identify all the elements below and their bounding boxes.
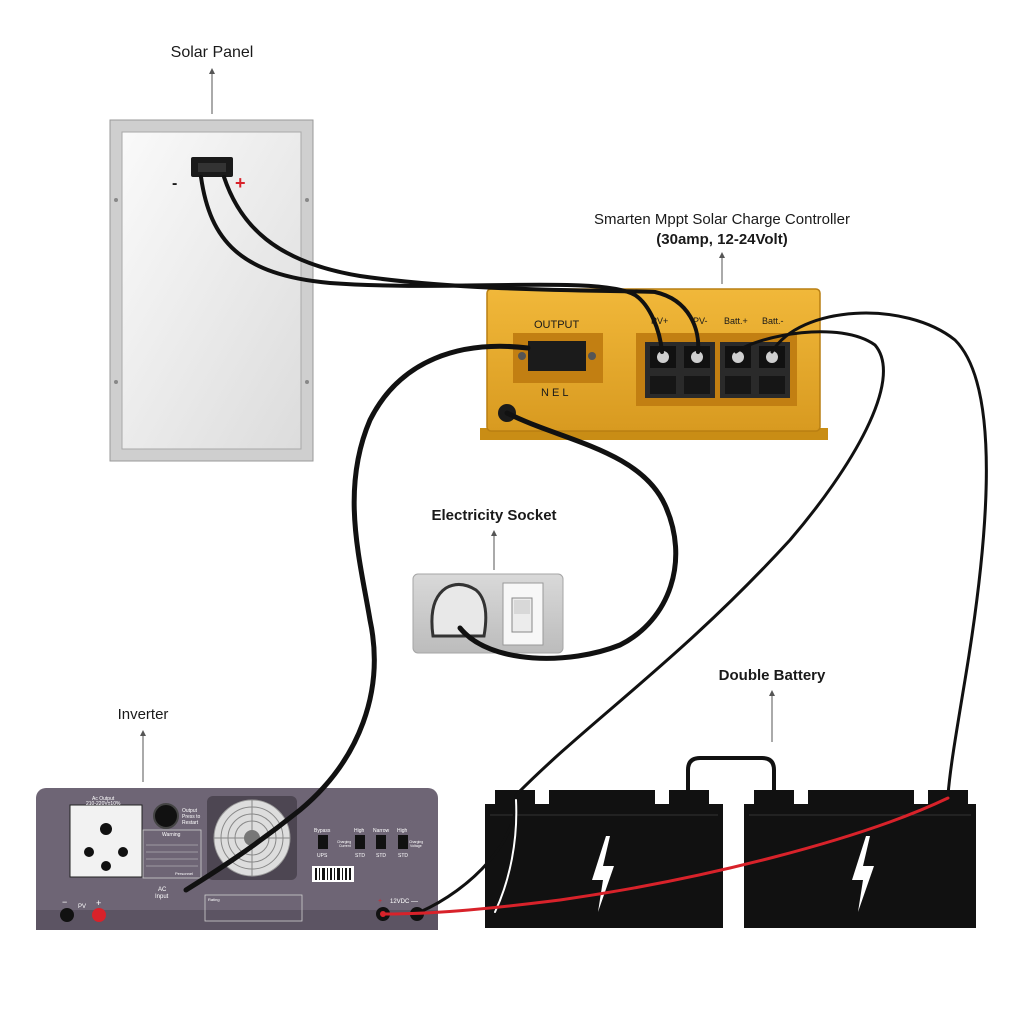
battery-right xyxy=(744,790,976,928)
pv-plus-label: PV+ xyxy=(651,316,668,326)
controller-label-line1: Smarten Mppt Solar Charge Controller xyxy=(594,211,850,228)
nel-label: N E L xyxy=(541,387,569,399)
rating-label: Rating xyxy=(208,897,220,902)
ac-output-label-1: Ac Output xyxy=(92,796,115,802)
warning-label: Warning xyxy=(162,832,181,838)
battery-terminal-block xyxy=(720,342,790,398)
barcode xyxy=(312,866,354,882)
restart-label-2: Press to xyxy=(182,814,201,820)
inverter-pv-plus-label: + xyxy=(96,898,101,908)
callouts: Solar Panel Smarten Mppt Solar Charge Co… xyxy=(118,44,850,782)
wire-batt-to-left-battery xyxy=(514,330,885,797)
bypass-label: Bypass xyxy=(314,828,331,834)
wire-battery-negative-to-inverter xyxy=(418,793,518,914)
batt-minus-label: Batt.- xyxy=(762,316,784,326)
panel-plus-label: + xyxy=(235,173,246,193)
ups-label: UPS xyxy=(317,853,328,859)
std-label-1: STD xyxy=(355,853,365,859)
wire-battery-positive-to-inverter xyxy=(384,796,950,916)
wire-battery-white-lead xyxy=(494,799,518,913)
double-battery-label: Double Battery xyxy=(719,667,826,684)
dc-voltage-label: 12VDC xyxy=(390,899,410,905)
charge-controller: OUTPUT N E L PV+ PV- Batt.+ Batt.- xyxy=(480,288,828,440)
restart-label-3: Restart xyxy=(182,820,199,826)
battery-left-bolt-icon xyxy=(592,836,614,912)
inverter-pv-minus-terminal[interactable] xyxy=(60,908,74,922)
controller-label-line2: (30amp, 12-24Volt) xyxy=(656,231,787,248)
wire-output-to-inverter xyxy=(183,343,531,893)
solar-panel-label: Solar Panel xyxy=(171,44,254,61)
pv-terminal-block xyxy=(645,342,715,398)
charging-voltage-label-2: Voltage xyxy=(410,844,422,848)
ac-input-label-1: AC xyxy=(158,887,167,893)
std-label-3: STD xyxy=(398,853,408,859)
restart-button[interactable] xyxy=(153,803,179,829)
std-label-2: STD xyxy=(376,853,386,859)
double-battery xyxy=(485,756,976,928)
solar-panel: - + xyxy=(109,119,314,462)
narrow-switch[interactable] xyxy=(376,835,386,849)
wire-batt-to-right-battery xyxy=(770,311,988,797)
electricity-socket-label: Electricity Socket xyxy=(431,507,556,524)
inverter-pv-label: PV xyxy=(78,904,86,910)
charging-voltage-label-1: Charging xyxy=(409,840,423,844)
inverter-pv-plus-terminal[interactable] xyxy=(92,908,106,922)
battery-left xyxy=(485,790,723,928)
inverter-pv-minus-label: − xyxy=(62,897,67,907)
electricity-socket xyxy=(412,573,564,654)
wire-controller-to-socket xyxy=(457,410,679,661)
dc-minus-label: — xyxy=(411,898,418,905)
high-label-2: High xyxy=(397,828,408,834)
bypass-switch[interactable] xyxy=(318,835,328,849)
output-plug-port xyxy=(518,341,596,371)
batt-plus-label: Batt.+ xyxy=(724,316,748,326)
panel-minus-label: - xyxy=(172,175,177,192)
restart-label-1: Output xyxy=(182,808,198,814)
output-label: OUTPUT xyxy=(534,319,580,331)
charging-current-switch[interactable] xyxy=(355,835,365,849)
wires xyxy=(183,175,988,916)
charging-current-label-1: Charging xyxy=(337,840,351,844)
junction-box xyxy=(191,157,233,177)
dc-plus-label: + xyxy=(378,898,382,905)
ac-input-label-2: Input xyxy=(155,894,169,900)
charging-voltage-switch[interactable] xyxy=(398,835,408,849)
battery-right-bolt-icon xyxy=(852,836,874,912)
pv-minus-label: PV- xyxy=(693,316,708,326)
inverter-label: Inverter xyxy=(118,706,169,723)
charging-current-label-2: Current xyxy=(339,844,351,848)
ac-output-label-2: 210-220V±10% xyxy=(86,801,121,807)
high-label-1: High xyxy=(354,828,365,834)
narrow-label: Narrow xyxy=(373,828,390,834)
wire-pv-positive xyxy=(222,175,701,354)
personnel-label: Personnel xyxy=(175,871,193,876)
